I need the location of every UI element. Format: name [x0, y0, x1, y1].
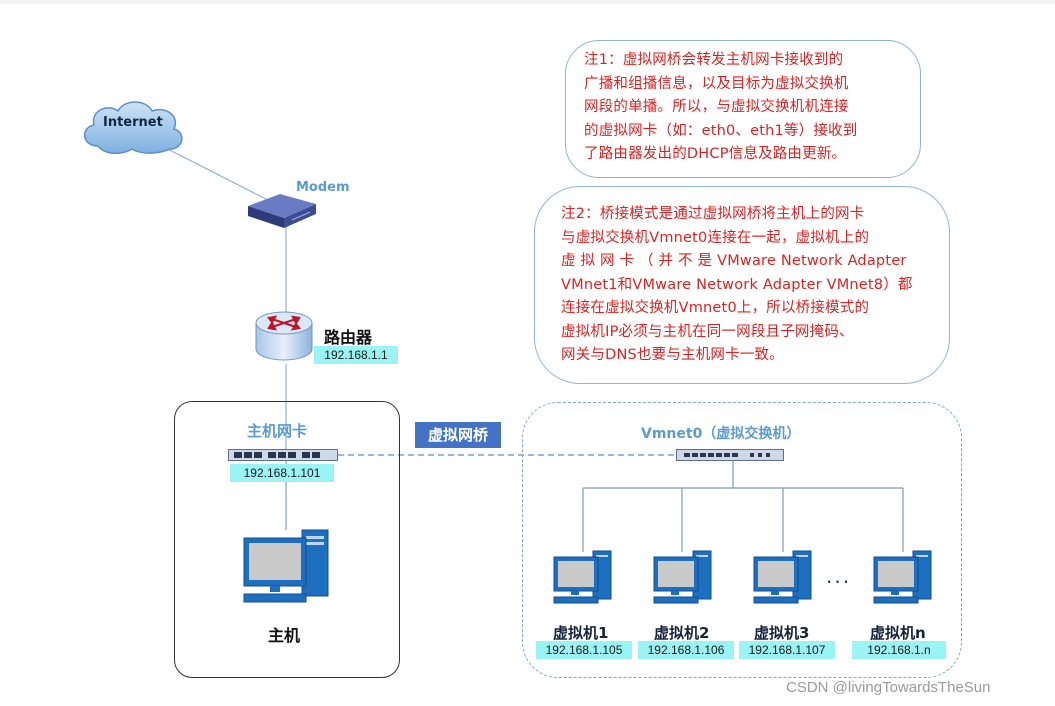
vm-label: 虚拟机n	[870, 624, 926, 642]
note-1-line: 网段的单播。所以，与虚拟交换机机连接	[584, 99, 849, 115]
internet-label: Internet	[103, 115, 163, 130]
router-ip: 192.168.1.1	[314, 346, 398, 364]
vm-label: 虚拟机1	[553, 624, 609, 642]
virtual-bridge-label: 虚拟网桥	[415, 422, 501, 448]
nic-icon	[228, 449, 338, 461]
note-2: 注2：桥接模式是通过虚拟网桥将主机上的网卡 与虚拟交换机Vmnet0连接在一起，…	[534, 186, 950, 384]
note-2-line: 与虚拟交换机Vmnet0连接在一起，虚拟机上的	[561, 229, 870, 246]
watermark: CSDN @livingTowardsTheSun	[786, 679, 991, 696]
top-strip	[0, 0, 1055, 4]
vm-computer-icon	[653, 550, 712, 604]
host-computer-icon	[243, 529, 329, 603]
note-2-line: VMnet1和VMware Network Adapter VMnet8）都	[561, 276, 913, 293]
vm-ip: 192.168.1.107	[739, 641, 835, 659]
router-icon	[255, 311, 313, 361]
modem-icon	[248, 194, 316, 228]
vswitch-icon	[676, 449, 784, 461]
note-1-line: 了路由器发出的DHCP信息及路由更新。	[584, 146, 847, 162]
ellipsis: ···	[826, 570, 852, 594]
vm-ip: 192.168.1.105	[536, 641, 632, 659]
router-label: 路由器	[324, 328, 373, 347]
host-machine-box	[174, 401, 400, 678]
note-1-line: 广播和组播信息，以及目标为虚拟交换机	[584, 75, 849, 92]
note-1-line: 注1：虚拟网桥会转发主机网卡接收到的	[584, 52, 844, 68]
vm-label: 虚拟机3	[754, 624, 810, 642]
host-nic-label: 主机网卡	[247, 422, 308, 440]
note-1-line: 的虚拟网卡（如：eth0、eth1等）接收到	[584, 122, 858, 139]
note-2-line: 虚拟机IP必须与主机在同一网段且子网掩码、	[561, 323, 854, 340]
note-2-line: 注2：桥接模式是通过虚拟网桥将主机上的网卡	[561, 206, 865, 222]
vm-label: 虚拟机2	[654, 624, 710, 642]
vm-computer-icon	[873, 550, 932, 604]
vm-ip: 192.168.1.106	[638, 641, 734, 659]
note-2-line: 网关与DNS也要与主机网卡一致。	[561, 347, 784, 363]
virtual-environment-box	[522, 402, 962, 678]
vm-computer-icon	[553, 550, 612, 604]
internet-cloud-icon	[84, 101, 183, 154]
vm-ip: 192.168.1.n	[852, 641, 946, 659]
note-2-line: 虚 拟 网 卡 （ 并 不 是 VMware Network Adapter	[561, 253, 907, 269]
vm-computer-icon	[753, 550, 812, 604]
modem-label: Modem	[296, 180, 350, 195]
host-label: 主机	[268, 626, 301, 645]
switch-tree	[582, 459, 904, 552]
internet-modem-link	[149, 139, 269, 201]
note-2-line: 连接在虚拟交换机Vmnet0上，所以桥接模式的	[561, 300, 870, 316]
host-nic-ip: 192.168.1.101	[230, 464, 334, 482]
note-1: 注1：虚拟网桥会转发主机网卡接收到的 广播和组播信息，以及目标为虚拟交换机 网段…	[565, 40, 921, 178]
vswitch-label: Vmnet0（虚拟交换机）	[641, 426, 801, 442]
